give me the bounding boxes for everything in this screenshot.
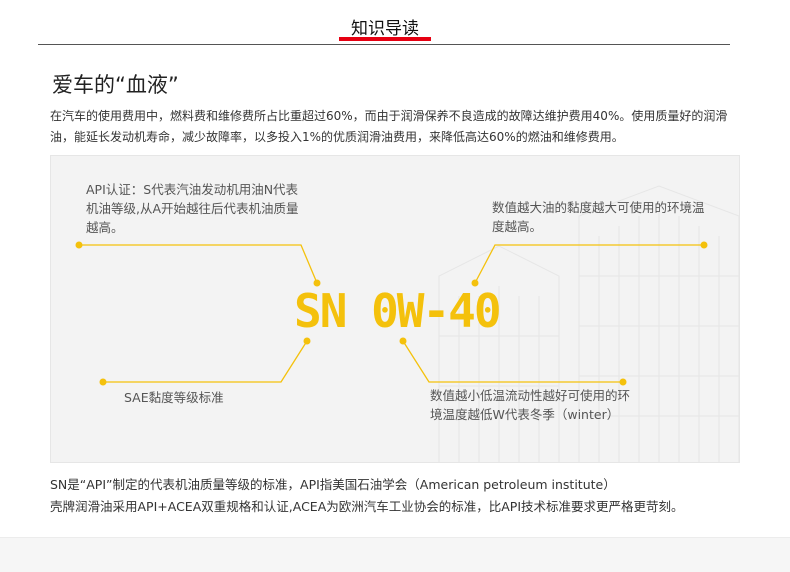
spec-viscosity: 0W-40 — [371, 284, 501, 338]
intro-paragraph: 在汽车的使用费用中，燃料费和维修费所占比重超过60%，而由于润滑保养不良造成的故… — [50, 109, 728, 144]
footer-notes: SN是“API”制定的代表机油质量等级的标准，API指美国石油学会（Americ… — [50, 474, 760, 518]
high-number-end-dot — [471, 279, 479, 287]
spec-grade: SN — [294, 284, 347, 338]
high-number-callout: 数值越大油的黏度越大可使用的环境温度越高。 — [492, 200, 705, 234]
sae-dot — [99, 378, 107, 386]
sae-end-dot — [303, 337, 311, 345]
low-number-callout: 数值越小低温流动性越好可使用的环境温度越低W代表冬季（winter） — [430, 388, 631, 422]
api-dot — [75, 241, 83, 249]
api-end-dot — [313, 279, 321, 287]
sae-callout: SAE黏度等级标准 — [124, 390, 224, 405]
connector-lines — [75, 241, 708, 386]
bottom-strip — [0, 538, 790, 572]
high-number-dot — [700, 241, 708, 249]
section-header-title: 知识导读 — [351, 19, 419, 39]
footer-line-2: 壳牌润滑油采用API+ACEA双重规格和认证,ACEA为欧洲汽车工业协会的标准，… — [50, 499, 684, 514]
header-divider — [38, 44, 730, 45]
building-background-image — [438, 185, 739, 462]
api-callout: API认证：S代表汽油发动机用油N代表机油等级,从A开始越往后代表机油质量越高。 — [86, 182, 299, 235]
bottom-divider — [0, 537, 790, 538]
footer-line-1: SN是“API”制定的代表机油质量等级的标准，API指美国石油学会（Americ… — [50, 477, 616, 492]
low-number-end-dot — [399, 337, 407, 345]
low-number-dot — [619, 378, 627, 386]
oil-spec-diagram: API认证：S代表汽油发动机用油N代表机油等级,从A开始越往后代表机油质量越高。… — [50, 155, 740, 463]
header-accent-bar — [339, 37, 431, 41]
page-title: 爱车的“血液” — [52, 73, 179, 97]
oil-spec-code: SN 0W-40 — [294, 286, 504, 336]
